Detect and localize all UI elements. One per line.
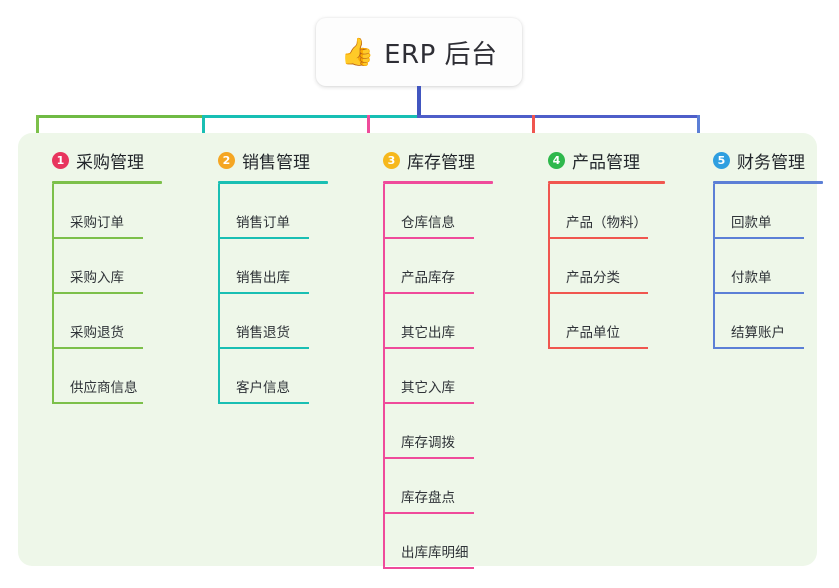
leaf-item-rule <box>383 402 474 404</box>
leaf-item-rule <box>548 237 648 239</box>
column-stem-4 <box>548 184 550 349</box>
leaf-item-label: 采购退货 <box>70 325 124 341</box>
column-title-2: 销售管理 <box>242 152 310 173</box>
bus-segment-1 <box>36 115 205 118</box>
column-stub-3 <box>367 115 370 148</box>
leaf-item-rule <box>383 237 474 239</box>
leaf-item-rule <box>52 292 143 294</box>
column-2: 2 销售管理销售订单销售出库销售退货客户信息 <box>201 141 366 404</box>
column-5: 5 财务管理回款单付款单结算账户 <box>696 141 823 349</box>
column-title-3: 库存管理 <box>407 152 475 173</box>
column-header-2[interactable]: 2 销售管理 <box>201 141 366 179</box>
column-badge-3: 3 <box>383 151 400 169</box>
column-stem-3 <box>383 184 385 569</box>
column-3: 3 库存管理仓库信息产品库存其它出库其它入库库存调拨库存盘点出库库明细 <box>366 141 531 569</box>
leaf-item-label: 库存调拨 <box>401 435 455 451</box>
leaf-item-rule <box>218 402 309 404</box>
column-title-4: 产品管理 <box>572 152 640 173</box>
leaf-item-label: 库存盘点 <box>401 490 455 506</box>
leaf-item-rule <box>548 292 648 294</box>
column-rule-4 <box>548 181 665 184</box>
column-stem-5 <box>713 184 715 349</box>
leaf-item-rule <box>383 457 474 459</box>
column-header-3[interactable]: 3 库存管理 <box>366 141 531 179</box>
leaf-item-rule <box>52 237 143 239</box>
trunk-line <box>417 86 421 118</box>
root-title: ERP 后台 <box>384 39 498 70</box>
leaf-item-label: 客户信息 <box>236 380 290 396</box>
column-badge-1: 1 <box>52 151 69 169</box>
column-header-4[interactable]: 4 产品管理 <box>531 141 696 179</box>
leaf-item-label: 出库库明细 <box>401 545 469 561</box>
leaf-item-rule <box>383 567 474 569</box>
column-stub-5 <box>697 115 700 148</box>
leaf-item-label: 采购入库 <box>70 270 124 286</box>
leaf-item-rule <box>383 292 474 294</box>
leaf-item-label: 销售出库 <box>236 270 290 286</box>
column-stub-4 <box>532 115 535 148</box>
column-badge-2: 2 <box>218 151 235 169</box>
leaf-item-label: 供应商信息 <box>70 380 138 396</box>
column-rule-5 <box>713 181 823 184</box>
leaf-item-rule <box>383 347 474 349</box>
column-stem-1 <box>52 184 54 404</box>
leaf-item-rule <box>218 292 309 294</box>
leaf-item-rule <box>218 237 309 239</box>
column-badge-5: 5 <box>713 151 730 169</box>
column-stem-2 <box>218 184 220 404</box>
root-node[interactable]: 👍 ERP 后台 <box>316 18 522 86</box>
column-header-5[interactable]: 5 财务管理 <box>696 141 821 179</box>
leaf-item-label: 产品库存 <box>401 270 455 286</box>
leaf-item-label: 其它出库 <box>401 325 455 341</box>
leaf-item-label: 销售订单 <box>236 215 290 231</box>
leaf-item-rule <box>713 347 804 349</box>
column-badge-4: 4 <box>548 151 565 169</box>
column-4: 4 产品管理产品（物料） 产品分类产品单位 <box>531 141 696 349</box>
column-title-1: 采购管理 <box>76 152 144 173</box>
leaf-item-label: 销售退货 <box>236 325 290 341</box>
column-rule-1 <box>52 181 162 184</box>
thumbs-up-icon: 👍 <box>340 36 375 68</box>
column-rule-3 <box>383 181 493 184</box>
diagram-panel <box>18 133 817 566</box>
leaf-item-label: 产品（物料） <box>566 215 647 231</box>
leaf-item-label: 付款单 <box>731 270 772 286</box>
leaf-item-label: 产品单位 <box>566 325 620 341</box>
column-stub-2 <box>202 115 205 148</box>
leaf-item-label: 结算账户 <box>731 325 785 341</box>
bus-segment-3 <box>417 115 700 118</box>
column-stub-1 <box>36 115 39 148</box>
leaf-item-label: 回款单 <box>731 215 772 231</box>
column-title-5: 财务管理 <box>737 152 805 173</box>
leaf-item-rule <box>52 402 143 404</box>
leaf-item-rule <box>713 292 804 294</box>
bus-segment-2 <box>202 115 419 118</box>
leaf-item-rule <box>548 347 648 349</box>
column-rule-2 <box>218 181 328 184</box>
leaf-item-rule <box>383 512 474 514</box>
leaf-item-rule <box>713 237 804 239</box>
column-1: 1 采购管理采购订单采购入库采购退货供应商信息 <box>35 141 200 404</box>
leaf-item-rule <box>218 347 309 349</box>
leaf-item-label: 产品分类 <box>566 270 620 286</box>
leaf-item-rule <box>52 347 143 349</box>
column-header-1[interactable]: 1 采购管理 <box>35 141 200 179</box>
leaf-item-label: 采购订单 <box>70 215 124 231</box>
leaf-item-label: 其它入库 <box>401 380 455 396</box>
leaf-item-label: 仓库信息 <box>401 215 455 231</box>
